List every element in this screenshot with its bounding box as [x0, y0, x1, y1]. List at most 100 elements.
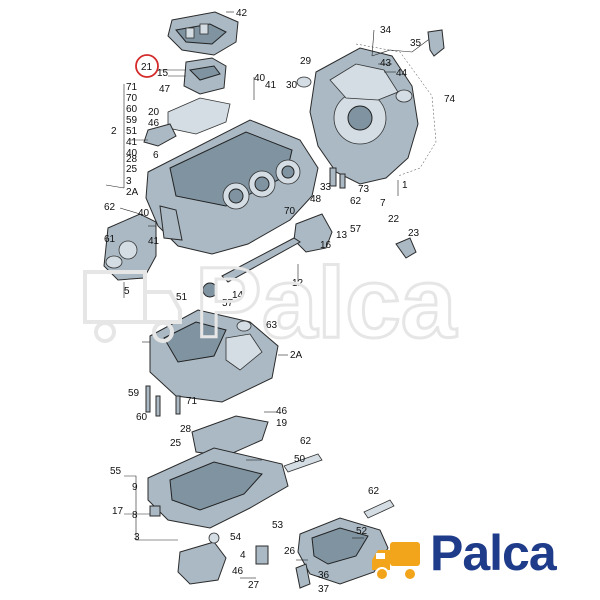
callout-62d: 62 — [368, 486, 380, 497]
callout-33: 33 — [320, 182, 332, 193]
callout-50: 50 — [294, 454, 306, 465]
crankcase-breather — [183, 57, 227, 95]
callout-46b: 46 — [276, 406, 288, 417]
callout-35: 35 — [410, 38, 422, 49]
callout-53: 53 — [272, 520, 284, 531]
oil-temp-sender — [395, 237, 417, 259]
sensor — [427, 29, 445, 57]
callout-73: 73 — [358, 184, 370, 195]
bolt-71 — [175, 395, 181, 415]
seal-ring — [296, 76, 312, 88]
callout-22: 22 — [388, 214, 400, 225]
callout-41c: 41 — [148, 236, 160, 247]
oil-separator-housing — [167, 11, 239, 56]
callout-3b: 3 — [134, 532, 140, 543]
callout-74: 74 — [444, 94, 456, 105]
callout-28b: 28 — [180, 424, 192, 435]
watermark-truck-icon — [83, 270, 182, 343]
callout-2Ab: 2A — [290, 350, 303, 361]
side-seal — [105, 255, 123, 269]
callout-1: 1 — [402, 180, 408, 191]
bolt-59 — [145, 385, 151, 413]
oil-strainer — [177, 541, 227, 585]
callout-57b: 57 — [222, 298, 234, 309]
callout-29: 29 — [300, 56, 312, 67]
level-sensor — [255, 545, 269, 565]
callout-15: 15 — [157, 68, 169, 79]
seal-54 — [208, 532, 220, 544]
callout-34: 34 — [380, 25, 392, 36]
callout-41: 41 — [265, 80, 277, 91]
callout-40c: 40 — [138, 208, 150, 219]
callout-62b: 62 — [350, 196, 362, 207]
callout-17: 17 — [112, 506, 124, 517]
oil-baffle — [191, 415, 269, 457]
callout-71b: 71 — [186, 396, 198, 407]
callout-7: 7 — [380, 198, 386, 209]
callout-51b: 51 — [176, 292, 188, 303]
callout-62c: 62 — [300, 436, 312, 447]
lower-oil-pan — [297, 517, 389, 585]
callout-46c: 46 — [232, 566, 244, 577]
sealant-tube-50 — [283, 453, 323, 473]
gasket-plate — [167, 97, 231, 135]
callout-4: 4 — [240, 550, 246, 561]
callout-40b: 40 — [126, 148, 138, 159]
shaft-gear — [202, 282, 218, 298]
callout-60b: 60 — [136, 412, 148, 423]
callout-41b: 41 — [126, 137, 138, 148]
callout-61: 61 — [104, 234, 116, 245]
callout-13: 13 — [336, 230, 348, 241]
callout-labels: 42 21 15 47 40 41 29 30 34 35 43 44 71 7… — [104, 8, 456, 595]
callout-5: 5 — [124, 286, 130, 297]
watermark-text: Palca — [195, 247, 458, 359]
parts-illustration — [103, 11, 445, 589]
highlight-circle — [135, 54, 159, 78]
callout-42: 42 — [236, 8, 248, 19]
callout-48: 48 — [310, 194, 322, 205]
callout-70b: 70 — [284, 206, 296, 217]
callout-14: 14 — [232, 290, 244, 301]
callout-62: 62 — [104, 202, 116, 213]
callout-25: 25 — [126, 164, 138, 175]
plug-8 — [149, 505, 161, 517]
callout-52: 52 — [356, 526, 368, 537]
callout-63: 63 — [266, 320, 278, 331]
callout-6: 6 — [153, 150, 159, 161]
delivery-truck-icon — [372, 542, 420, 581]
callout-3: 3 — [126, 176, 132, 187]
callout-26: 26 — [284, 546, 296, 557]
callout-44: 44 — [396, 68, 408, 79]
callout-37: 37 — [318, 584, 330, 595]
callout-16: 16 — [320, 240, 332, 251]
callout-46: 46 — [148, 118, 160, 129]
callout-40: 40 — [254, 73, 266, 84]
callout-59b: 59 — [128, 388, 140, 399]
callout-12: 12 — [292, 278, 304, 289]
callout-55: 55 — [110, 466, 122, 477]
bolt-73 — [339, 173, 346, 189]
bolt-60 — [155, 395, 161, 417]
callout-9: 9 — [132, 482, 138, 493]
leader-lines — [105, 11, 399, 579]
sealant-tube-62 — [363, 499, 395, 519]
callout-36: 36 — [318, 570, 330, 581]
callout-70: 70 — [126, 93, 138, 104]
upper-oil-pan — [147, 447, 289, 529]
oil-seal — [395, 89, 413, 103]
callout-54: 54 — [230, 532, 242, 543]
logo-text: Palca — [430, 525, 557, 581]
callout-51: 51 — [126, 126, 138, 137]
rear-cover-plate — [309, 47, 419, 185]
lower-crankcase — [149, 309, 279, 403]
palca-logo: Palca — [368, 522, 580, 588]
callout-2A: 2A — [126, 187, 139, 198]
callout-23: 23 — [408, 228, 420, 239]
callout-20: 20 — [148, 107, 160, 118]
drain-plug — [295, 563, 311, 589]
callout-21: 21 — [141, 62, 153, 73]
callout-60: 60 — [126, 104, 138, 115]
callout-25b: 25 — [170, 438, 182, 449]
callout-47: 47 — [159, 84, 171, 95]
